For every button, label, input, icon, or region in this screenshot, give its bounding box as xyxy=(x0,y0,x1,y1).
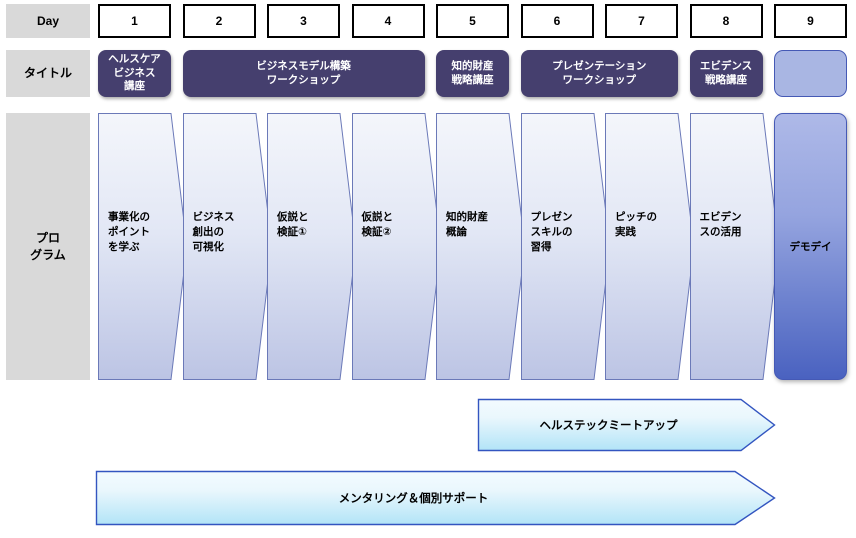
row-label-title: タイトル xyxy=(6,50,90,97)
program-label: ピッチの 実践 xyxy=(615,211,657,239)
program-chevron-day-1: 事業化の ポイント を学ぶ xyxy=(98,113,188,380)
title-pill-day-5: 知的財産 戦略講座 xyxy=(436,50,509,97)
day-box-1: 1 xyxy=(98,4,171,38)
chevron-shape xyxy=(520,113,611,380)
title-pill-day-1: ヘルスケア ビジネス 講座 xyxy=(98,50,171,97)
chevron-shape xyxy=(98,113,188,380)
row-label-program: プロ グラム xyxy=(6,113,90,380)
program-chevron-day-3: 仮説と 検証① xyxy=(267,113,357,380)
program-chevron-day-6: プレゼン スキルの 習得 xyxy=(520,113,611,380)
banner-arrow-shape xyxy=(477,398,776,452)
chevron-shape xyxy=(351,113,442,380)
program-box-day-9: デモデイ xyxy=(774,113,847,380)
title-pill-day-9 xyxy=(774,50,847,97)
program-label: 知的財産 概論 xyxy=(446,211,488,239)
day-box-7: 7 xyxy=(605,4,678,38)
row-label-day: Day xyxy=(6,4,90,38)
program-chevron-day-4: 仮説と 検証② xyxy=(351,113,442,380)
day-box-5: 5 xyxy=(436,4,509,38)
program-label: プレゼン スキルの 習得 xyxy=(530,211,573,254)
chevron-shape xyxy=(182,113,273,380)
program-chevron-day-5: 知的財産 概論 xyxy=(436,113,526,380)
program-label: エビデン スの活用 xyxy=(699,211,742,239)
day-box-6: 6 xyxy=(520,4,594,38)
banner-arrow-shape xyxy=(95,470,776,526)
program-chevron-day-8: エビデン スの活用 xyxy=(689,113,780,380)
banner-healthtech-meetup: ヘルステックミートアップ xyxy=(477,398,776,452)
title-pill-day-8: エビデンス 戦略講座 xyxy=(689,50,763,97)
chevron-shape xyxy=(436,113,526,380)
program-label: 仮説と 検証① xyxy=(277,211,309,239)
chevron-shape xyxy=(605,113,695,380)
chevron-shape xyxy=(267,113,357,380)
day-box-2: 2 xyxy=(182,4,256,38)
title-pill-day-6: プレゼンテーション ワークショップ xyxy=(520,50,678,97)
chevron-shape xyxy=(689,113,780,380)
title-pill-day-2: ビジネスモデル構築 ワークショップ xyxy=(182,50,425,97)
day-box-4: 4 xyxy=(351,4,425,38)
program-label: ビジネス 創出の 可視化 xyxy=(192,211,235,254)
day-box-9: 9 xyxy=(774,4,847,38)
program-chevron-day-7: ピッチの 実践 xyxy=(605,113,695,380)
day-box-8: 8 xyxy=(689,4,763,38)
program-label: 仮説と 検証② xyxy=(361,211,394,239)
day-box-3: 3 xyxy=(267,4,340,38)
program-chevron-day-2: ビジネス 創出の 可視化 xyxy=(182,113,273,380)
program-label: 事業化の ポイント を学ぶ xyxy=(108,211,150,254)
banner-mentoring-support: メンタリング＆個別サポート xyxy=(95,470,776,526)
